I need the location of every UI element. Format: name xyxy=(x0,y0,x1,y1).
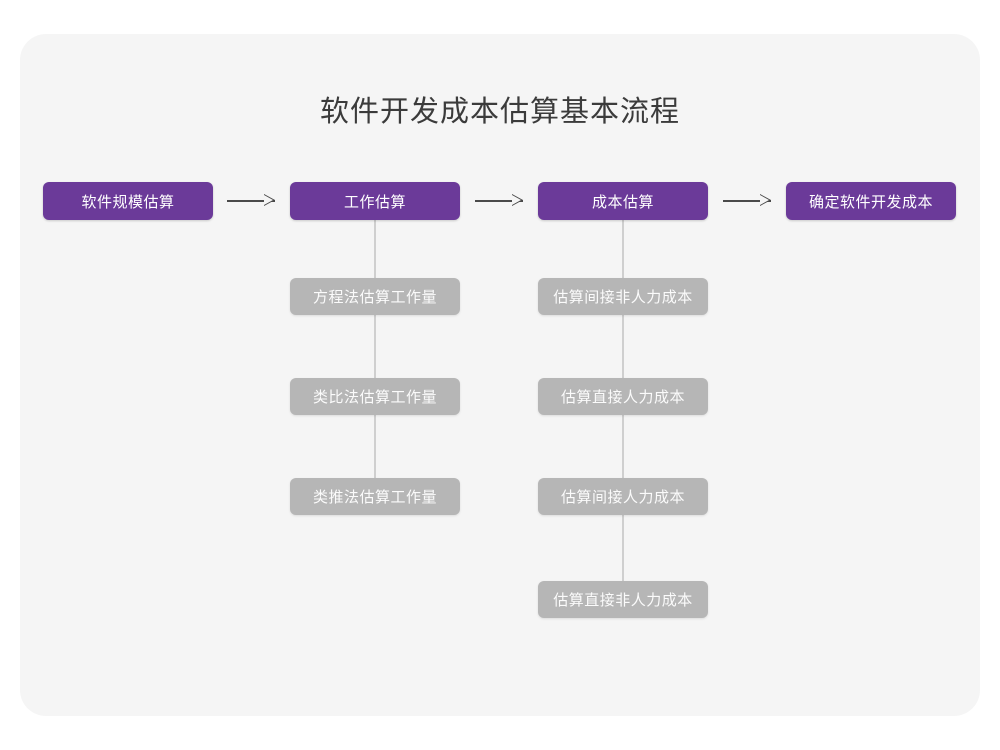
arrow-right-icon-1 xyxy=(227,191,275,211)
branch-node-label: 估算间接非人力成本 xyxy=(553,289,693,306)
flow-step-cost-estimation[interactable]: 成本估算 xyxy=(538,182,708,220)
arrow-shaft xyxy=(723,200,771,202)
flow-step-software-scale-estimation[interactable]: 软件规模估算 xyxy=(43,182,213,220)
flow-step-label: 确定软件开发成本 xyxy=(808,193,933,211)
arrow-shaft xyxy=(227,200,275,202)
branch-node-inference-method-workload[interactable]: 类推法估算工作量 xyxy=(290,478,460,515)
flow-step-label: 工作估算 xyxy=(343,193,406,211)
branch-node-indirect-nonlabor-cost[interactable]: 估算间接非人力成本 xyxy=(538,278,708,315)
arrow-head xyxy=(512,194,523,206)
branch-node-label: 类推法估算工作量 xyxy=(312,489,437,506)
arrow-right-icon-3 xyxy=(723,191,771,211)
branch-node-label: 估算直接人力成本 xyxy=(560,389,685,406)
flow-step-determine-development-cost[interactable]: 确定软件开发成本 xyxy=(786,182,956,220)
branch-node-indirect-labor-cost[interactable]: 估算间接人力成本 xyxy=(538,478,708,515)
flow-step-label: 软件规模估算 xyxy=(81,193,175,211)
arrow-head xyxy=(264,194,275,206)
branch-node-label: 估算直接非人力成本 xyxy=(553,592,693,609)
branch-node-direct-nonlabor-cost[interactable]: 估算直接非人力成本 xyxy=(538,581,708,618)
branch-node-direct-labor-cost[interactable]: 估算直接人力成本 xyxy=(538,378,708,415)
arrow-shaft xyxy=(475,200,523,202)
diagram-card xyxy=(20,34,980,716)
page-title: 软件开发成本估算基本流程 xyxy=(319,96,680,128)
flow-step-label: 成本估算 xyxy=(591,193,654,211)
flow-step-work-estimation[interactable]: 工作估算 xyxy=(290,182,460,220)
branch-node-analogy-method-workload[interactable]: 类比法估算工作量 xyxy=(290,378,460,415)
branch-node-label: 方程法估算工作量 xyxy=(312,289,437,306)
arrow-head xyxy=(760,194,771,206)
arrow-right-icon-2 xyxy=(475,191,523,211)
branch-node-equation-method-workload[interactable]: 方程法估算工作量 xyxy=(290,278,460,315)
spine-work-estimation xyxy=(374,220,376,505)
branch-node-label: 类比法估算工作量 xyxy=(312,389,437,406)
branch-node-label: 估算间接人力成本 xyxy=(560,489,685,506)
